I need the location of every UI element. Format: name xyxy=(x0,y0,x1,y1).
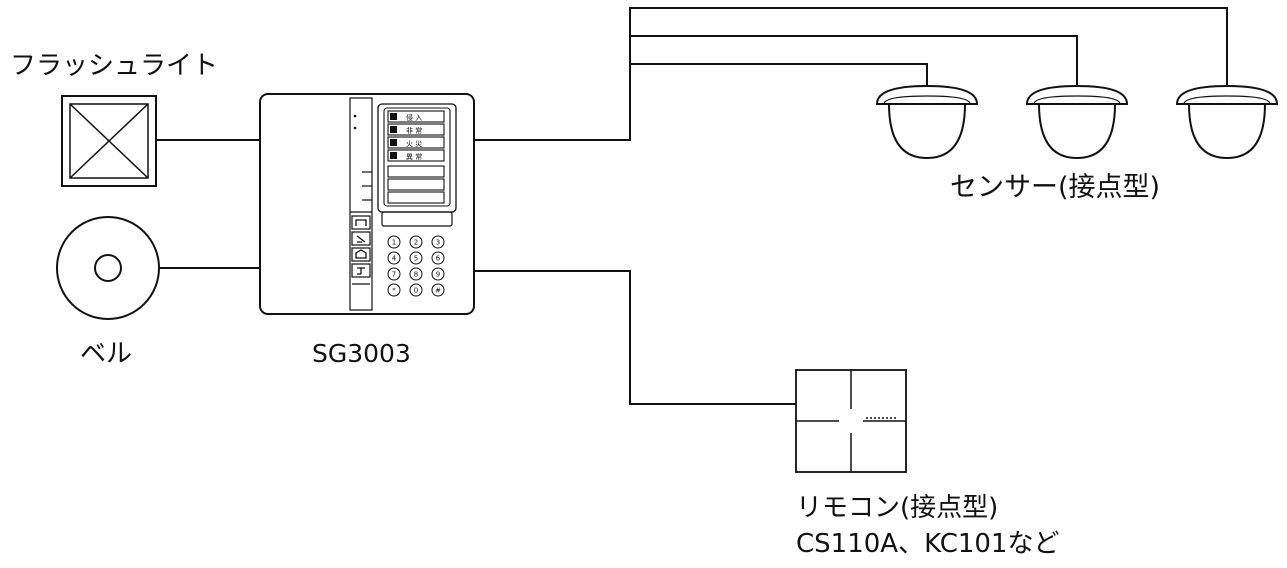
sensor-2-icon xyxy=(1025,84,1129,160)
indicator-fire: 火 災 xyxy=(406,140,422,148)
key-8: 8 xyxy=(414,271,418,279)
flashlight-icon xyxy=(61,95,157,187)
key-star: * xyxy=(392,287,396,295)
indicator-intrusion: 侵 入 xyxy=(406,113,422,122)
key-2: 2 xyxy=(414,239,418,247)
controller-unit: 侵 入 非 常 火 災 異 常 1 2 3 4 5 6 7 8 9 * 0 xyxy=(259,93,475,315)
remote-label-line2: CS110A、KC101など xyxy=(796,529,1060,559)
flashlight-label: フラッシュライト xyxy=(10,51,219,81)
remote-label-line1: リモコン(接点型) xyxy=(796,493,999,523)
key-5: 5 xyxy=(414,255,418,263)
bell-label: ベル xyxy=(80,339,133,369)
key-6: 6 xyxy=(436,255,441,263)
wires xyxy=(156,7,1228,405)
sensor-label: センサー(接点型) xyxy=(950,172,1161,203)
key-4: 4 xyxy=(392,255,397,263)
key-1: 1 xyxy=(392,239,396,247)
wire-remote xyxy=(474,270,796,405)
key-0: 0 xyxy=(414,287,418,295)
wire-sensor-middle xyxy=(630,35,1078,86)
sensor-3-icon xyxy=(1175,84,1279,160)
indicator-lamps xyxy=(387,110,445,162)
key-7: 7 xyxy=(392,271,396,279)
controller-label: SG3003 xyxy=(312,339,411,368)
wire-sensor-inner xyxy=(630,63,928,86)
function-buttons xyxy=(351,215,371,285)
remote-control-icon xyxy=(795,369,907,473)
indicator-emergency: 非 常 xyxy=(406,126,422,135)
indicator-fault: 異 常 xyxy=(406,152,422,161)
bell-icon xyxy=(56,216,160,320)
key-hash: # xyxy=(435,287,441,295)
key-3: 3 xyxy=(436,239,440,247)
sensor-1-icon xyxy=(875,84,979,160)
wire-sensor-outer xyxy=(474,7,1228,141)
keypad xyxy=(387,235,445,297)
display-slot xyxy=(381,211,453,227)
key-9: 9 xyxy=(436,271,440,279)
